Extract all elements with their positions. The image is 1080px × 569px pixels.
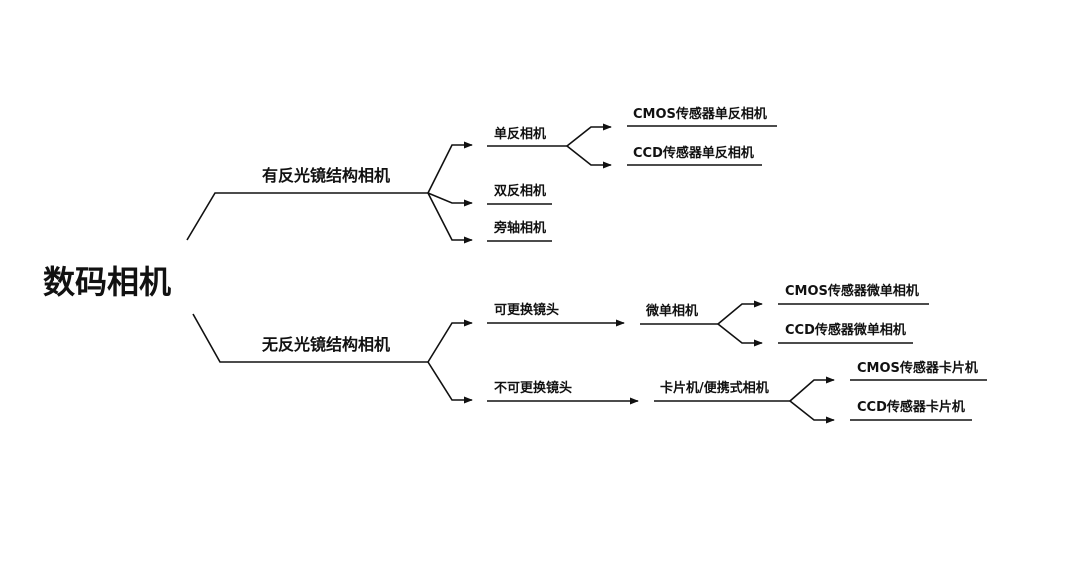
ccd-slr-label: CCD传感器单反相机	[633, 146, 754, 161]
single-to-cmos-arrow	[566, 123, 612, 147]
root-title: 数码相机	[43, 263, 172, 301]
twin-lens-reflex-label: 双反相机	[494, 184, 547, 199]
root-to-mirrorless-connector	[192, 313, 428, 363]
mirrorless-to-interchangeable-arrow	[427, 319, 473, 363]
compact-camera-label: 卡片机/便携式相机	[660, 381, 769, 396]
cmos-mirrorless-label: CMOS传感器微单相机	[785, 284, 919, 299]
mirrorless-camera-to-cmos-arrow	[717, 300, 763, 325]
root-to-reflex-connector	[186, 192, 428, 241]
mirrorless-interchangeable-camera-label: 微单相机	[646, 304, 699, 319]
compact-to-cmos-arrow	[789, 376, 835, 402]
ccd-compact-label: CCD传感器卡片机	[857, 400, 965, 415]
compact-to-ccd-arrow	[789, 400, 835, 424]
mirrorless-camera-to-ccd-arrow	[717, 323, 763, 347]
rangefinder-label: 旁轴相机	[494, 221, 547, 236]
fixed-lens-label: 不可更换镜头	[494, 381, 573, 396]
single-to-ccd-arrow	[566, 145, 612, 169]
reflex-camera-label: 有反光镜结构相机	[262, 166, 391, 185]
reflex-to-single-arrow	[427, 141, 473, 194]
ccd-mirrorless-label: CCD传感器微单相机	[785, 323, 906, 338]
interchangeable-lens-label: 可更换镜头	[494, 303, 560, 318]
mirrorless-camera-label: 无反光镜结构相机	[262, 335, 391, 354]
single-lens-reflex-label: 单反相机	[494, 127, 547, 142]
cmos-compact-label: CMOS传感器卡片机	[857, 361, 978, 376]
reflex-to-rangefinder-arrow	[427, 192, 473, 244]
reflex-to-twin-arrow	[427, 192, 473, 207]
cmos-slr-label: CMOS传感器单反相机	[633, 107, 767, 122]
mirrorless-to-fixed-arrow	[427, 361, 473, 404]
